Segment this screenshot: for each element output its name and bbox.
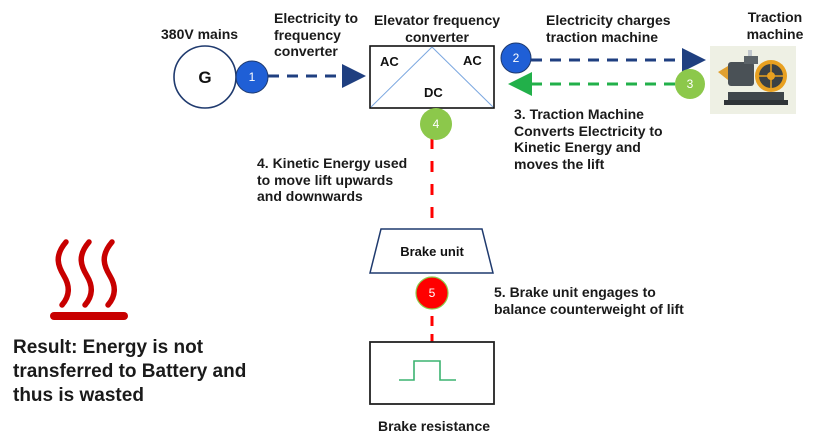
frequency-converter-box <box>369 45 495 109</box>
converter-diagonal-left <box>370 46 433 108</box>
step-4-badge: 4 <box>420 108 452 140</box>
svg-text:2: 2 <box>513 51 520 65</box>
brake-resistance-box <box>369 341 495 405</box>
traction-machine-image <box>710 46 796 114</box>
converter-diagonal-right <box>431 46 494 108</box>
converter-ac-left: AC <box>380 54 399 69</box>
step-2-badge: 2 <box>500 42 532 74</box>
svg-text:4: 4 <box>433 117 440 131</box>
heat-waste-icon <box>50 239 128 320</box>
brake-unit-shape <box>369 228 494 274</box>
step-5-badge: 5 <box>415 276 449 310</box>
svg-text:5: 5 <box>429 286 436 300</box>
converter-dc: DC <box>424 85 443 100</box>
result-text: Result: Energy is not transferred to Bat… <box>13 337 247 406</box>
brake-resistance-label: Brake resistance <box>377 418 491 434</box>
electricity-charges-label: Electricity charges traction machine <box>546 12 671 45</box>
step-1-badge: 1 <box>235 60 269 94</box>
brake-unit-label: Brake unit <box>400 244 464 259</box>
traction-machine-label: Traction machine <box>746 9 804 42</box>
generator-symbol: G <box>198 68 211 87</box>
electricity-to-converter-label: Electricity to frequency converter <box>274 10 359 60</box>
step-5-description: 5. Brake unit engages to balance counter… <box>494 284 684 317</box>
svg-text:3: 3 <box>687 77 694 91</box>
svg-text:1: 1 <box>249 70 256 84</box>
pulse-symbol <box>399 360 456 381</box>
step-4-description: 4. Kinetic Energy used to move lift upwa… <box>257 155 408 205</box>
step-3-description: 3. Traction Machine Converts Electricity… <box>514 106 663 172</box>
converter-ac-right: AC <box>463 53 482 68</box>
step-3-badge: 3 <box>675 69 705 99</box>
converter-title: Elevator frequency converter <box>373 12 501 45</box>
mains-label: 380V mains <box>161 26 239 42</box>
